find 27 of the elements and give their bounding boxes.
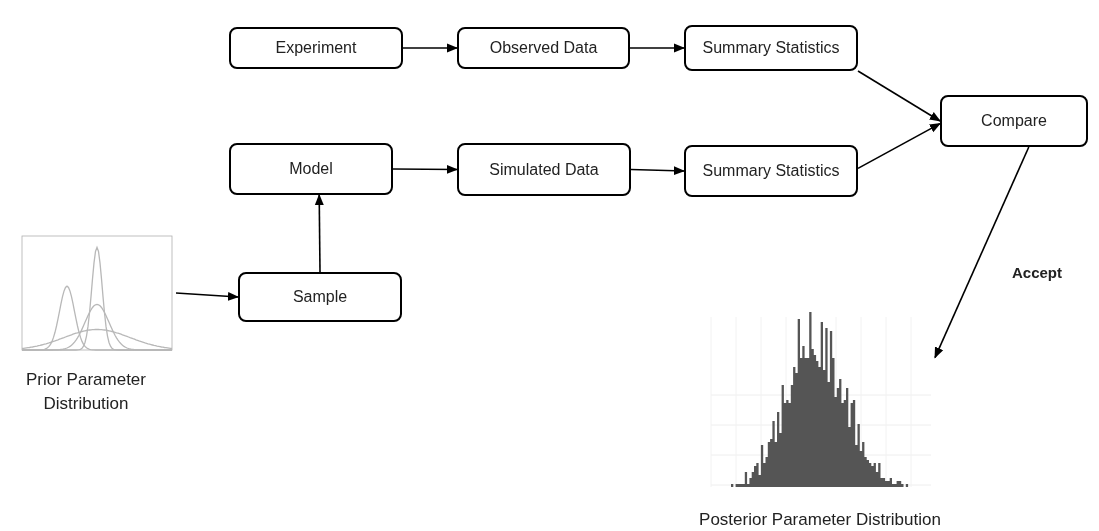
arrow <box>402 43 459 53</box>
arrow <box>629 43 686 53</box>
box-label: Summary Statistics <box>702 161 840 181</box>
arrow <box>630 166 686 176</box>
box-label: Observed Data <box>489 38 598 58</box>
picture-caption: Posterior Parameter Distribution <box>698 509 942 531</box>
picture-caption: Prior Parameter Distribution <box>25 369 147 415</box>
arrow <box>857 122 941 170</box>
box-label: Model <box>289 159 333 179</box>
box-label: Sample <box>292 287 348 307</box>
process-box <box>684 145 858 197</box>
arrow <box>934 146 1030 359</box>
process-box <box>229 143 393 195</box>
box-label: Compare <box>981 111 1047 131</box>
arrow <box>175 291 240 301</box>
process-box <box>457 143 631 196</box>
process-box <box>238 272 402 322</box>
box-label: Experiment <box>275 38 357 58</box>
arrow <box>392 164 459 174</box>
box-label: Summary Statistics <box>702 38 840 58</box>
process-box <box>229 27 403 69</box>
process-box <box>684 25 858 71</box>
arrow <box>857 70 941 122</box>
box-label: Simulated Data <box>489 159 599 180</box>
process-box <box>940 95 1088 147</box>
arrow <box>314 193 324 273</box>
process-box <box>457 27 630 69</box>
